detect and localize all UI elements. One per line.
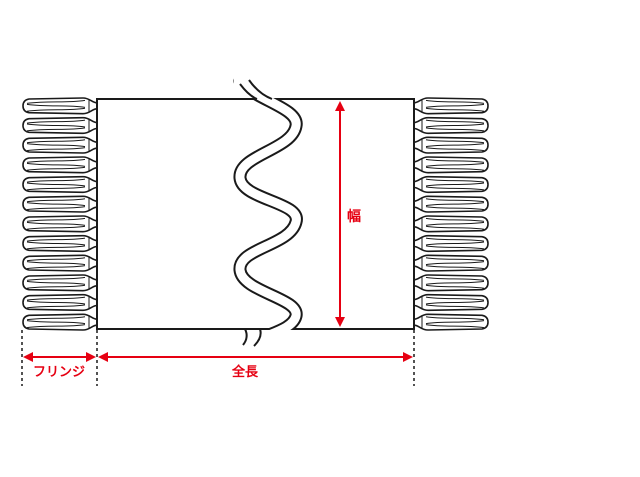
fringe-tassel	[413, 215, 489, 233]
fringe-tassel	[22, 156, 98, 174]
fringe-tassel	[413, 116, 489, 135]
fringe-tassel	[413, 136, 489, 154]
fringe-tassel	[22, 116, 98, 135]
fringe-tassel	[22, 234, 98, 253]
fringe-tassel	[22, 97, 98, 115]
fringe-tassel	[22, 274, 98, 292]
width-label: 幅	[347, 208, 361, 225]
fringe-tassel	[413, 234, 489, 253]
fringe-tassel	[22, 136, 98, 154]
fringe-tassel	[22, 215, 98, 233]
fringe-dimension: フリンジ	[23, 352, 96, 380]
total-length-label: 全長	[231, 364, 259, 380]
fringe-tassel	[413, 313, 489, 331]
fringe-tassel	[22, 195, 98, 213]
total-length-dimension: 全長	[98, 352, 413, 380]
width-dimension: 幅	[335, 101, 364, 327]
fringe-tassel	[413, 254, 489, 272]
fringe-tassel	[413, 97, 489, 115]
left-fringe	[22, 97, 98, 331]
fringe-tassel	[413, 293, 489, 312]
fringe-tassel	[413, 195, 489, 213]
fringe-label: フリンジ	[33, 365, 85, 380]
fringe-tassel	[22, 254, 98, 272]
fringe-tassel	[22, 175, 98, 194]
fringe-tassel	[413, 156, 489, 174]
fringe-tassel	[22, 293, 98, 312]
fringe-tassel	[413, 175, 489, 194]
omission-break-symbol	[233, 70, 314, 355]
right-fringe	[413, 97, 489, 331]
fringe-tassel	[413, 274, 489, 292]
fringe-tassel	[22, 313, 98, 331]
